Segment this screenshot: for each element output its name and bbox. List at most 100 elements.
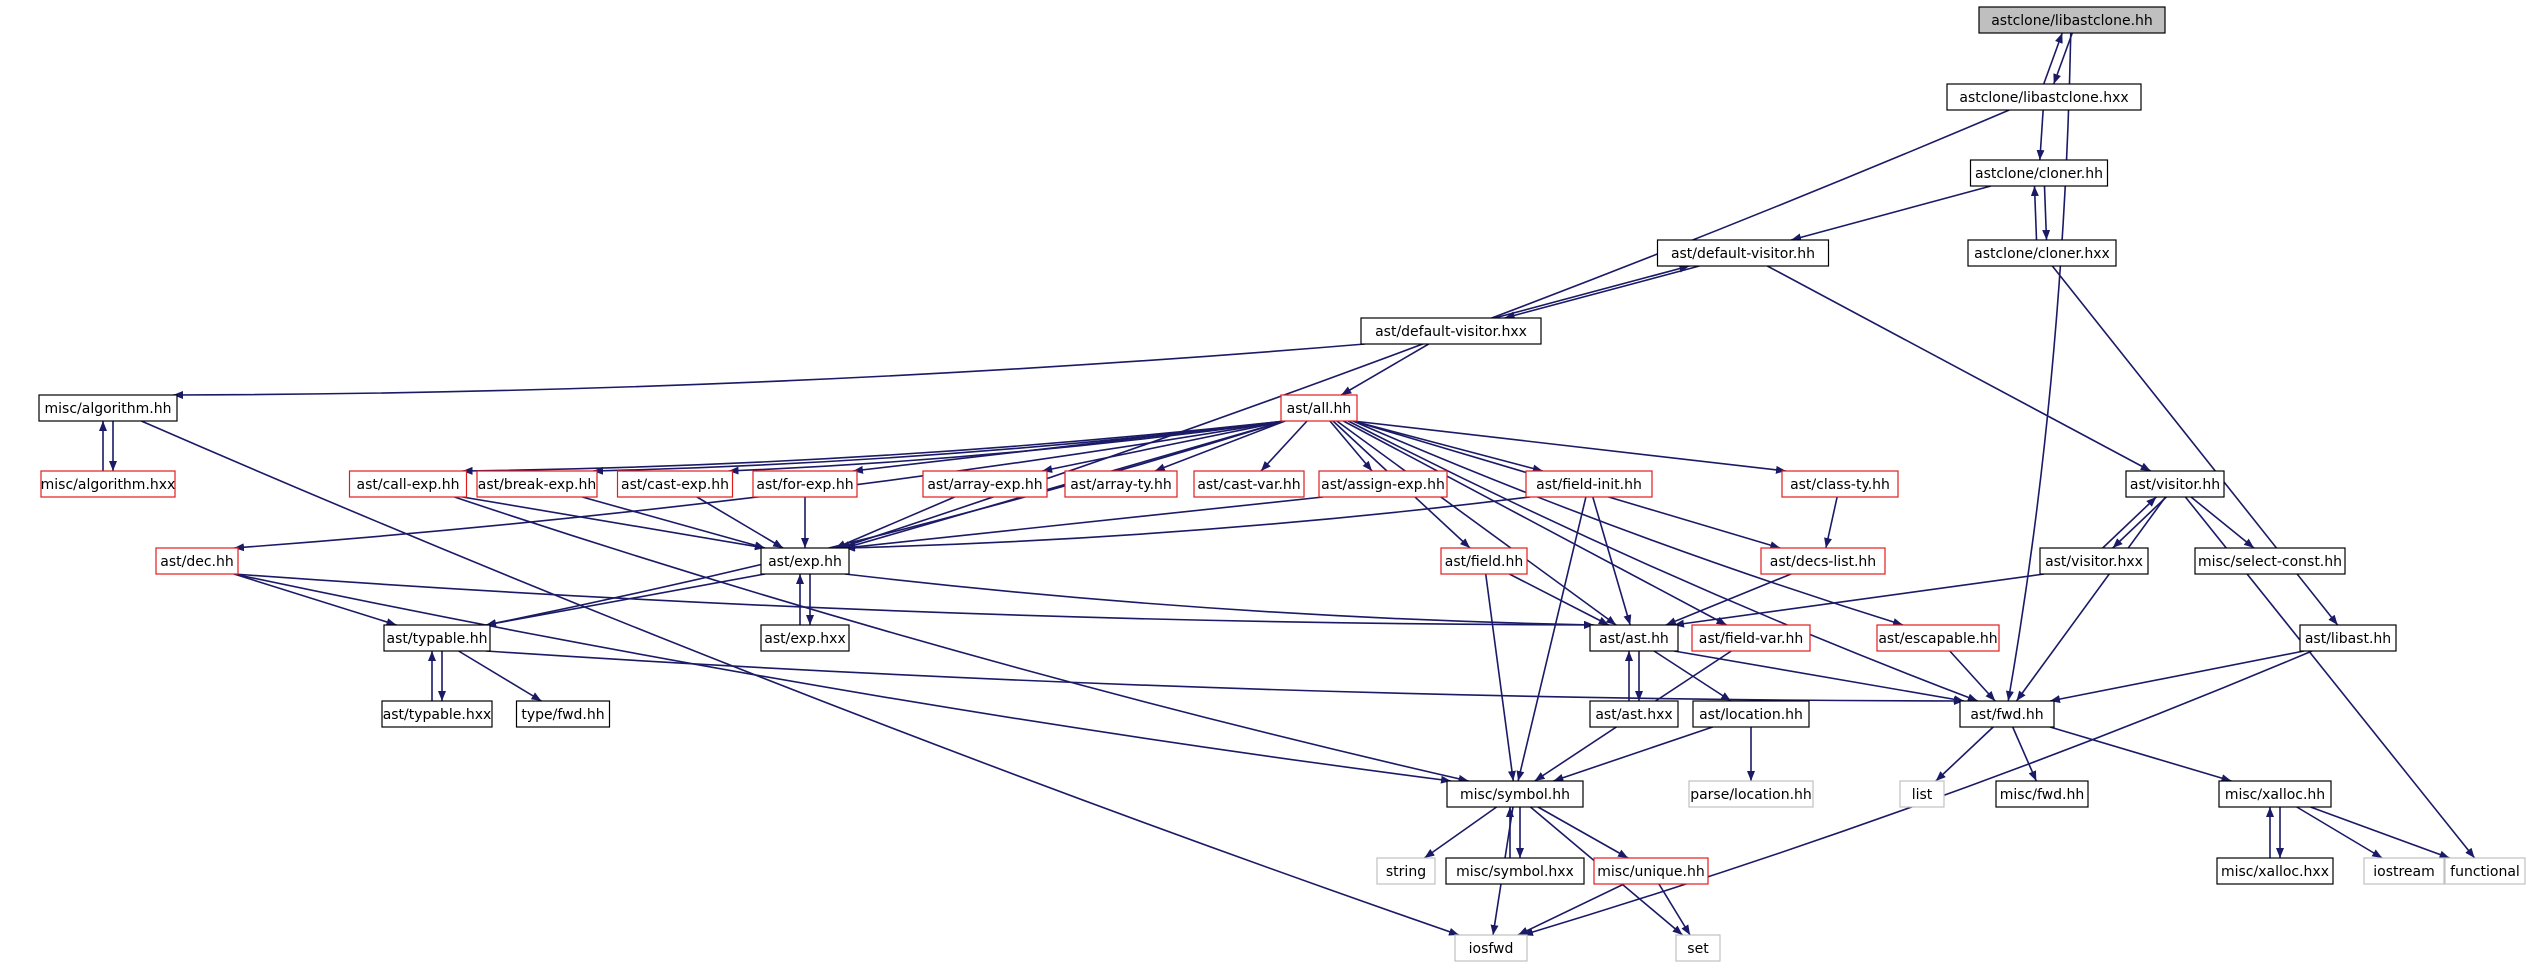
node-box xyxy=(616,470,734,498)
node-box xyxy=(1781,470,1899,498)
node-cloner-hxx[interactable]: astclone/cloner.hxx xyxy=(1967,239,2117,267)
node-exp-hxx[interactable]: ast/exp.hxx xyxy=(760,624,850,652)
node-box xyxy=(1589,624,1679,652)
node-label: ast/exp.hh xyxy=(768,554,842,570)
edge-visitor-hh-to-ast-fwd-hh xyxy=(2015,496,2167,702)
node-for-exp-hh[interactable]: ast/for-exp.hh xyxy=(752,470,858,498)
node-libastclone-hh[interactable]: astclone/libastclone.hh xyxy=(1978,6,2166,34)
node-field-var-hh[interactable]: ast/field-var.hh xyxy=(1691,624,1811,652)
edge-line xyxy=(172,343,1366,399)
edge-assign-exp-hh-to-exp-hh xyxy=(844,496,1324,551)
edge-line xyxy=(1352,420,1787,474)
node-default-visitor-hh[interactable]: ast/default-visitor.hh xyxy=(1656,239,1830,267)
edge-line xyxy=(1766,265,2152,472)
node-box xyxy=(1978,6,2166,34)
node-box xyxy=(1656,239,1830,267)
node-box xyxy=(760,547,850,575)
node-iosfwd[interactable]: iosfwd xyxy=(1454,934,1528,962)
edge-all-hh-to-class-ty-hh xyxy=(1352,420,1787,474)
edge-line xyxy=(1347,420,1979,702)
node-select-const-hh[interactable]: misc/select-const.hh xyxy=(2194,547,2346,575)
node-list[interactable]: list xyxy=(1899,780,1945,808)
node-field-init-hh[interactable]: ast/field-init.hh xyxy=(1525,470,1653,498)
node-label: ast/exp.hxx xyxy=(764,631,846,647)
edge-symbol-hh-to-string xyxy=(1423,806,1498,859)
edge-line xyxy=(1665,573,1792,626)
edge-line xyxy=(2042,32,2064,85)
node-cloner-hh[interactable]: astclone/cloner.hh xyxy=(1969,159,2109,187)
edge-line xyxy=(2190,496,2255,549)
edge-dec-hh-to-symbol-hh xyxy=(233,573,1452,784)
edge-class-ty-hh-to-decs-list-hh xyxy=(1824,496,1838,549)
node-box xyxy=(2194,547,2346,575)
node-array-ty-hh[interactable]: ast/array-ty.hh xyxy=(1064,470,1178,498)
edge-line xyxy=(1504,265,1700,320)
edge-line xyxy=(1517,883,1625,936)
node-field-hh[interactable]: ast/field.hh xyxy=(1440,547,1528,575)
edge-line xyxy=(1260,420,1308,472)
node-label: ast/call-exp.hh xyxy=(357,477,460,493)
edge-unique-hh-to-set xyxy=(1658,883,1691,936)
edge-line xyxy=(1673,650,1965,704)
node-all-hh[interactable]: ast/all.hh xyxy=(1280,394,1358,422)
node-algorithm-hh[interactable]: misc/algorithm.hh xyxy=(38,394,178,422)
edge-all-hh-to-escapable-hh xyxy=(1352,420,1904,626)
node-libast-hh[interactable]: ast/libast.hh xyxy=(2299,624,2397,652)
node-cast-exp-hh[interactable]: ast/cast-exp.hh xyxy=(616,470,734,498)
node-label: ast/class-ty.hh xyxy=(1790,477,1890,493)
node-label: ast/for-exp.hh xyxy=(756,477,853,493)
node-symbol-hh[interactable]: misc/symbol.hh xyxy=(1446,780,1584,808)
node-parse-location-hh[interactable]: parse/location.hh xyxy=(1688,780,1814,808)
node-label: set xyxy=(1687,941,1709,957)
node-box xyxy=(381,700,493,728)
node-xalloc-hh[interactable]: misc/xalloc.hh xyxy=(2218,780,2332,808)
node-functional[interactable]: functional xyxy=(2444,857,2526,885)
node-box xyxy=(1593,857,1709,885)
edge-all-hh-to-ast-hh xyxy=(1336,420,1617,626)
node-ast-fwd-hh[interactable]: ast/fwd.hh xyxy=(1959,700,2055,728)
node-label: misc/algorithm.hh xyxy=(45,401,172,417)
node-cast-var-hh[interactable]: ast/cast-var.hh xyxy=(1193,470,1305,498)
edge-typable-hh-to-ast-fwd-hh xyxy=(485,650,1965,705)
node-break-exp-hh[interactable]: ast/break-exp.hh xyxy=(476,470,598,498)
node-libastclone-hxx[interactable]: astclone/libastclone.hxx xyxy=(1946,83,2142,111)
node-dec-hh[interactable]: ast/dec.hh xyxy=(155,547,239,575)
node-set[interactable]: set xyxy=(1675,934,1721,962)
node-class-ty-hh[interactable]: ast/class-ty.hh xyxy=(1781,470,1899,498)
node-unique-hh[interactable]: misc/unique.hh xyxy=(1593,857,1709,885)
node-algorithm-hxx[interactable]: misc/algorithm.hxx xyxy=(40,470,176,498)
node-label: ast/typable.hxx xyxy=(383,707,492,723)
node-exp-hh[interactable]: ast/exp.hh xyxy=(760,547,850,575)
node-symbol-hxx[interactable]: misc/symbol.hxx xyxy=(1445,857,1585,885)
node-misc-fwd-hh[interactable]: misc/fwd.hh xyxy=(1995,780,2089,808)
node-box xyxy=(1589,700,1679,728)
node-assign-exp-hh[interactable]: ast/assign-exp.hh xyxy=(1318,470,1448,498)
edge-algorithm-hh-to-iosfwd xyxy=(140,420,1460,936)
node-label: parse/location.hh xyxy=(1690,787,1812,803)
node-xalloc-hxx[interactable]: misc/xalloc.hxx xyxy=(2216,857,2334,885)
node-array-exp-hh[interactable]: ast/array-exp.hh xyxy=(922,470,1048,498)
edge-field-init-hh-to-ast-hh xyxy=(1592,496,1632,626)
node-ast-hh[interactable]: ast/ast.hh xyxy=(1589,624,1679,652)
node-label: ast/visitor.hxx xyxy=(2045,554,2143,570)
node-visitor-hxx[interactable]: ast/visitor.hxx xyxy=(2039,547,2149,575)
node-decs-list-hh[interactable]: ast/decs-list.hh xyxy=(1760,547,1886,575)
node-escapable-hh[interactable]: ast/escapable.hh xyxy=(1876,624,2000,652)
edge-line xyxy=(2011,726,2038,782)
node-type-fwd-hh[interactable]: type/fwd.hh xyxy=(515,700,611,728)
node-typable-hh[interactable]: ast/typable.hh xyxy=(383,624,491,652)
node-box xyxy=(383,624,491,652)
node-visitor-hh[interactable]: ast/visitor.hh xyxy=(2125,470,2225,498)
edge-line xyxy=(1343,420,1727,626)
node-typable-hxx[interactable]: ast/typable.hxx xyxy=(381,700,493,728)
node-call-exp-hh[interactable]: ast/call-exp.hh xyxy=(348,470,468,498)
edge-array-exp-hh-to-exp-hh xyxy=(835,496,955,549)
node-box xyxy=(1899,780,1945,808)
node-label: ast/visitor.hh xyxy=(2130,477,2220,493)
node-ast-hxx[interactable]: ast/ast.hxx xyxy=(1589,700,1679,728)
node-iostream[interactable]: iostream xyxy=(2363,857,2445,885)
node-string[interactable]: string xyxy=(1376,857,1436,885)
node-location-hh[interactable]: ast/location.hh xyxy=(1692,700,1810,728)
node-default-visitor-hxx[interactable]: ast/default-visitor.hxx xyxy=(1360,317,1542,345)
node-label: misc/algorithm.hxx xyxy=(41,477,176,493)
